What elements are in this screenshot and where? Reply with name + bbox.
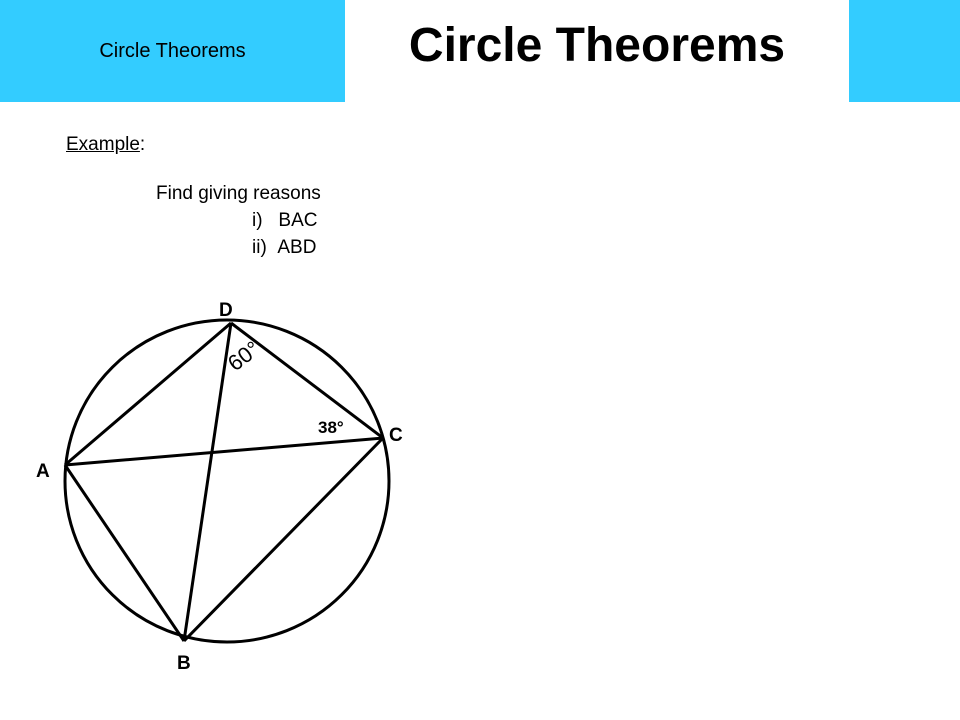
part-2-text: ABD bbox=[277, 237, 317, 258]
circle bbox=[63, 318, 391, 644]
chord-BC bbox=[182, 436, 385, 643]
angle-label-C: 38° bbox=[318, 418, 344, 437]
example-label: Example: bbox=[66, 134, 145, 156]
point-label-A: A bbox=[36, 461, 50, 482]
chord-DC bbox=[230, 321, 384, 440]
header-right-banner bbox=[849, 0, 960, 102]
part-1-number: i) bbox=[252, 210, 263, 231]
page-title: Circle Theorems bbox=[408, 19, 786, 72]
question-instruction: Find giving reasons bbox=[156, 183, 321, 204]
question-part-1: i) BAC bbox=[156, 207, 321, 234]
point-label-B: B bbox=[177, 653, 191, 674]
chord-AB bbox=[63, 464, 186, 642]
point-label-C: C bbox=[389, 425, 403, 446]
header-left-banner bbox=[0, 0, 345, 102]
part-1-text: BAC bbox=[278, 210, 318, 231]
example-word: Example bbox=[66, 134, 140, 155]
question-part-2: ii) ABD bbox=[156, 234, 321, 261]
part-2-number: ii) bbox=[252, 237, 267, 258]
chord-DA bbox=[64, 321, 232, 467]
header-subtitle: Circle Theorems bbox=[99, 40, 246, 62]
chord-DB bbox=[182, 322, 233, 642]
example-colon: : bbox=[139, 134, 146, 155]
chord-AC bbox=[64, 436, 384, 467]
question-block: Find giving reasons i) BAC ii) ABD bbox=[156, 180, 321, 261]
point-label-D: D bbox=[219, 300, 233, 321]
